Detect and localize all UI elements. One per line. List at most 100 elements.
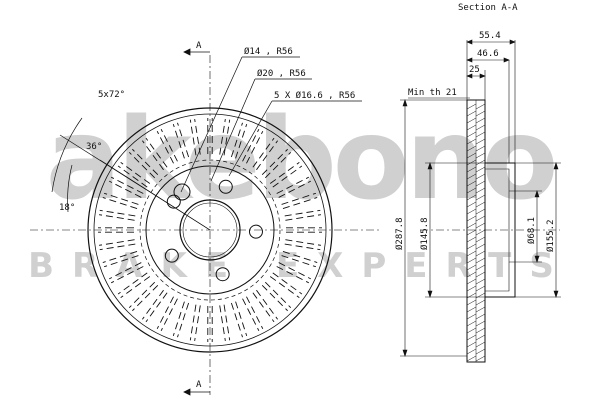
hatch-line (466, 313, 477, 320)
hatch-line (475, 341, 486, 348)
hatch-line (466, 131, 477, 138)
dim-total-height: 55.4 (479, 31, 501, 41)
callout-bolt-hole: Ø14 , R56 (244, 46, 293, 57)
vent-slot (286, 227, 322, 233)
hatch-line (466, 201, 477, 208)
stud-hole (164, 248, 179, 263)
hatch-line (475, 180, 486, 187)
hatch-line (466, 152, 477, 159)
stud-hole (215, 267, 230, 282)
hatch-line (466, 271, 477, 278)
section-horizontal-dims (466, 39, 516, 79)
vent-slot (230, 301, 248, 338)
vent-slot (117, 162, 151, 188)
hatch-line (466, 250, 477, 257)
hatch-line (466, 299, 477, 306)
hatch-line (466, 264, 477, 271)
hatch-line (466, 117, 477, 124)
vent-slot (207, 306, 213, 342)
vent-slot (269, 162, 303, 188)
hatch-line (466, 257, 477, 264)
angle-annotations (51, 117, 211, 231)
hatch-line (475, 334, 486, 341)
callout-pilot-hole: Ø20 , R56 (257, 68, 306, 79)
section-marker-bottom (183, 388, 210, 396)
hatch-line (466, 103, 477, 110)
hatch-line (475, 355, 486, 362)
vent-slot (189, 118, 201, 156)
hatch-line (466, 348, 477, 355)
hatch-line (466, 145, 477, 152)
vent-slot (252, 289, 278, 323)
hatch-line (475, 152, 486, 159)
vent-slot (172, 301, 190, 338)
hatch-line (475, 194, 486, 201)
stud-hole (248, 224, 263, 239)
vent-slot (261, 281, 292, 312)
hatch-line (475, 299, 486, 306)
hatch-line (466, 215, 477, 222)
hatch-line (466, 341, 477, 348)
hat-dashed-edge (139, 159, 281, 301)
hatch-line (475, 131, 486, 138)
hatch-line (475, 173, 486, 180)
section-profile (466, 40, 516, 363)
vent-slot (98, 239, 136, 251)
vent-slot (98, 209, 136, 221)
hatch-line (475, 229, 486, 236)
section-label-bottom: A (196, 380, 202, 390)
hatch-line (475, 124, 486, 131)
vent-slot (98, 227, 134, 233)
hatch-line (475, 110, 486, 117)
hatch-line (466, 180, 477, 187)
hatch-line (466, 222, 477, 229)
hatch-line (475, 201, 486, 208)
hatch-line (466, 327, 477, 334)
vent-slot (109, 262, 144, 284)
hatch-line (475, 103, 486, 110)
bolt-hole (173, 183, 191, 201)
hatch-line (466, 173, 477, 180)
vent-slot (219, 304, 231, 342)
hatch-line (475, 208, 486, 215)
hatch-line (475, 257, 486, 264)
hatch-line (466, 243, 477, 250)
dim-disc-thickness: 25 (469, 65, 480, 75)
vent-slot (117, 272, 151, 298)
vent-slot (102, 192, 139, 210)
angle-b-label: 18° (59, 203, 75, 213)
hatch-line (475, 236, 486, 243)
hatch-line (466, 124, 477, 131)
hub-holes (164, 179, 263, 282)
hatch-line (475, 348, 486, 355)
vent-slot (142, 289, 168, 323)
vent-slot (269, 272, 303, 298)
vent-slot (261, 148, 292, 179)
hatch-line (466, 159, 477, 166)
hatch-line (475, 327, 486, 334)
section-label-top: A (196, 41, 202, 51)
hatch-line (466, 229, 477, 236)
dim-hat-height: 46.6 (477, 49, 499, 59)
watermark-tagline: BRAKE EXPERTS (28, 246, 572, 286)
dim-min-thickness: Min th 21 (408, 88, 457, 98)
hatch-line (475, 313, 486, 320)
centerlines (30, 55, 380, 395)
ventilation-slots (98, 118, 322, 342)
hatch-line (466, 110, 477, 117)
vent-slot (242, 129, 264, 164)
hatch-line (475, 320, 486, 327)
hatch-line (475, 243, 486, 250)
stud-hole (218, 179, 233, 194)
section-title: Section A-A (458, 3, 518, 13)
watermark-brand: akebono (46, 95, 555, 225)
vent-slot (128, 281, 159, 312)
hatch-line (475, 278, 486, 285)
hatch-line (475, 250, 486, 257)
hatch-line (466, 306, 477, 313)
vent-slot (128, 148, 159, 179)
hatch-line (466, 320, 477, 327)
vent-slot (189, 304, 201, 342)
